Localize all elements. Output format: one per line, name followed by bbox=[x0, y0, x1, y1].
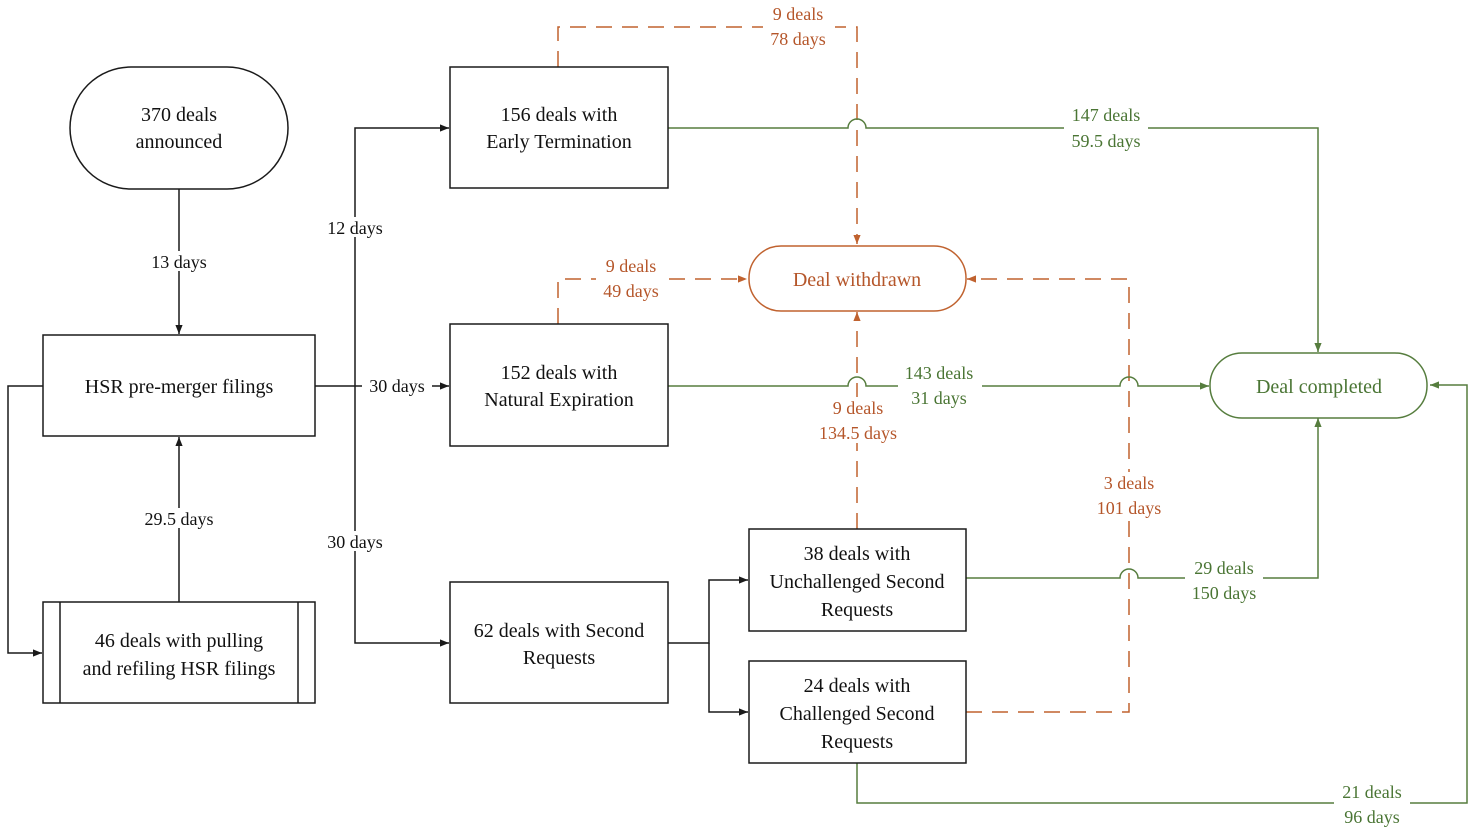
label-early-to-withdrawn: 9 deals 78 days bbox=[763, 3, 835, 49]
edge-early-to-completed bbox=[668, 118, 1322, 352]
node-second-line2: Requests bbox=[523, 647, 595, 669]
label-refiling-to-hsr: 29.5 days bbox=[134, 508, 224, 529]
svg-text:150 days: 150 days bbox=[1192, 583, 1257, 603]
svg-text:9 deals: 9 deals bbox=[606, 256, 656, 276]
label-early-to-completed: 147 deals 59.5 days bbox=[1064, 105, 1148, 151]
node-challenged-line1: 24 deals with bbox=[804, 675, 911, 697]
node-natural-expiration: 152 deals with Natural Expiration bbox=[449, 323, 669, 447]
edge-hsr-to-second bbox=[354, 386, 449, 647]
svg-text:29.5 days: 29.5 days bbox=[145, 509, 214, 529]
label-challenged-to-withdrawn: 3 deals 101 days bbox=[1090, 472, 1170, 518]
node-unchallenged-line2: Unchallenged Second bbox=[770, 571, 945, 593]
node-challenged-line3: Requests bbox=[821, 731, 893, 753]
label-challenged-to-completed: 21 deals 96 days bbox=[1334, 781, 1410, 827]
node-early-line2: Early Termination bbox=[486, 131, 631, 153]
node-refiling-line2: and refiling HSR filings bbox=[83, 658, 276, 680]
node-early-termination: 156 deals with Early Termination bbox=[449, 66, 669, 189]
svg-text:31 days: 31 days bbox=[911, 388, 967, 408]
svg-text:3 deals: 3 deals bbox=[1104, 473, 1154, 493]
node-completed: Deal completed bbox=[1209, 352, 1428, 419]
neutral-edges bbox=[7, 124, 748, 716]
label-announced-to-hsr: 13 days bbox=[144, 251, 214, 272]
label-hsr-to-second: 30 days bbox=[320, 531, 390, 552]
label-natural-to-completed: 143 deals 31 days bbox=[898, 362, 982, 408]
edge-hsr-to-early bbox=[354, 124, 449, 386]
label-unchallenged-to-withdrawn: 9 deals 134.5 days bbox=[810, 397, 906, 443]
node-second-requests: 62 deals with Second Requests bbox=[449, 581, 669, 704]
svg-text:9 deals: 9 deals bbox=[773, 4, 823, 24]
node-unchallenged: 38 deals with Unchallenged Second Reques… bbox=[748, 528, 967, 632]
svg-text:49 days: 49 days bbox=[603, 281, 659, 301]
node-withdrawn-label: Deal withdrawn bbox=[793, 269, 921, 291]
node-announced: 370 deals announced bbox=[69, 66, 289, 190]
node-challenged: 24 deals with Challenged Second Requests bbox=[748, 660, 967, 764]
node-hsr-filings-line1: HSR pre-merger filings bbox=[85, 376, 274, 398]
node-challenged-line2: Challenged Second bbox=[780, 703, 935, 725]
node-natural-line2: Natural Expiration bbox=[484, 389, 633, 411]
node-unchallenged-line3: Requests bbox=[821, 599, 893, 621]
node-refiling-line1: 46 deals with pulling bbox=[95, 630, 263, 652]
edge-natural-to-completed bbox=[668, 376, 1209, 390]
svg-text:134.5 days: 134.5 days bbox=[819, 423, 897, 443]
svg-text:29 deals: 29 deals bbox=[1194, 558, 1253, 578]
edge-hsr-to-refiling bbox=[7, 385, 43, 657]
edge-second-to-unchallenged bbox=[668, 576, 748, 644]
node-withdrawn: Deal withdrawn bbox=[748, 245, 967, 312]
svg-text:96 days: 96 days bbox=[1344, 807, 1400, 827]
svg-text:12 days: 12 days bbox=[327, 218, 383, 238]
label-hsr-to-natural: 30 days bbox=[362, 375, 432, 396]
svg-text:147 deals: 147 deals bbox=[1072, 105, 1140, 125]
node-hsr-filings: HSR pre-merger filings bbox=[42, 334, 316, 437]
svg-text:21 deals: 21 deals bbox=[1342, 782, 1401, 802]
svg-text:78 days: 78 days bbox=[770, 29, 826, 49]
node-announced-line2: announced bbox=[136, 131, 223, 153]
edge-challenged-to-completed bbox=[856, 381, 1468, 804]
completed-edges bbox=[668, 118, 1468, 804]
svg-text:101 days: 101 days bbox=[1097, 498, 1162, 518]
edge-early-to-withdrawn bbox=[557, 26, 861, 244]
label-natural-to-withdrawn: 9 deals 49 days bbox=[596, 256, 668, 302]
edge-natural-to-withdrawn bbox=[557, 275, 747, 324]
node-natural-line1: 152 deals with bbox=[501, 362, 618, 384]
node-completed-label: Deal completed bbox=[1256, 376, 1382, 398]
label-unchallenged-to-completed: 29 deals 150 days bbox=[1185, 557, 1263, 603]
node-refiling: 46 deals with pulling and refiling HSR f… bbox=[42, 601, 316, 704]
node-unchallenged-line1: 38 deals with bbox=[804, 543, 911, 565]
svg-text:30 days: 30 days bbox=[369, 376, 425, 396]
label-hsr-to-early: 12 days bbox=[320, 217, 390, 238]
node-announced-line1: 370 deals bbox=[141, 104, 217, 126]
svg-text:30 days: 30 days bbox=[327, 532, 383, 552]
node-second-line1: 62 deals with Second bbox=[474, 620, 645, 642]
edge-second-to-challenged bbox=[708, 643, 748, 716]
svg-text:143 deals: 143 deals bbox=[905, 363, 973, 383]
edge-unchallenged-to-completed bbox=[966, 418, 1322, 579]
svg-text:59.5 days: 59.5 days bbox=[1072, 131, 1141, 151]
svg-text:13 days: 13 days bbox=[151, 252, 207, 272]
svg-text:9 deals: 9 deals bbox=[833, 398, 883, 418]
node-early-line1: 156 deals with bbox=[501, 104, 618, 126]
